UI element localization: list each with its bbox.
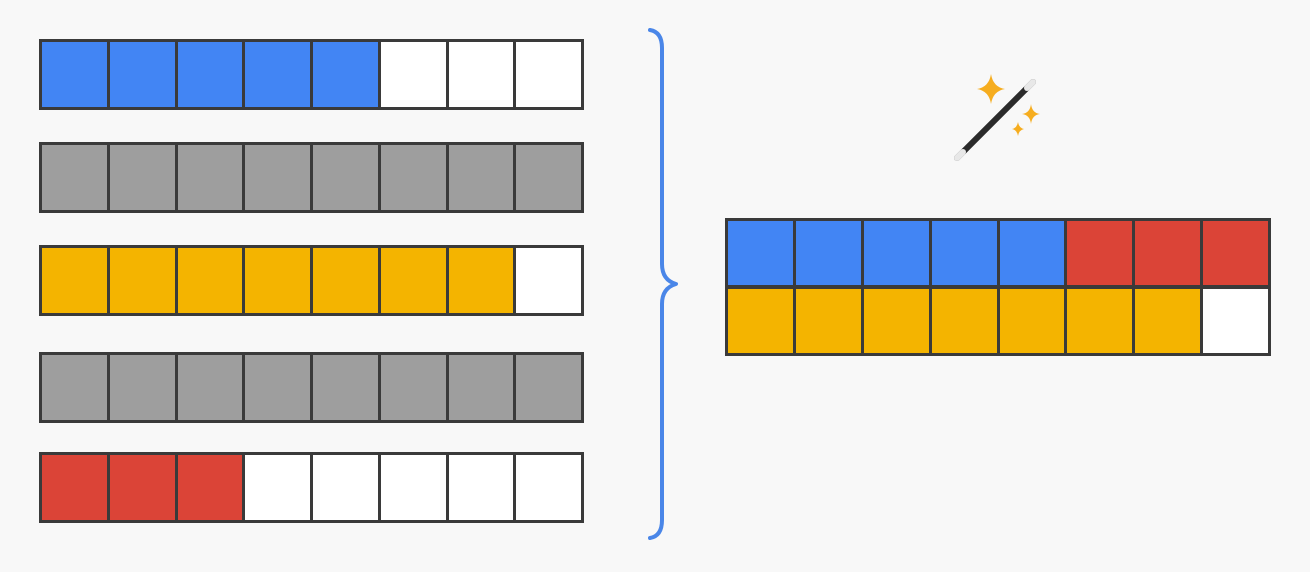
yellow-cell — [863, 289, 929, 353]
red-cell — [1067, 221, 1133, 285]
packed-row-2 — [725, 286, 1271, 356]
blue-cell — [109, 42, 175, 107]
gray-cell — [313, 355, 378, 420]
sparkle-icon — [977, 74, 1040, 136]
gray-array-1 — [39, 142, 584, 213]
yellow-cell — [1135, 289, 1201, 353]
red-cell — [177, 455, 243, 520]
white-cell — [313, 455, 378, 520]
white-cell — [245, 455, 310, 520]
yellow-cell — [795, 289, 861, 353]
blue-cell — [313, 42, 378, 107]
blue-cell — [245, 42, 310, 107]
white-cell — [516, 248, 581, 313]
gray-cell — [42, 355, 107, 420]
yellow-cell — [1067, 289, 1133, 353]
blue-cell — [999, 221, 1065, 285]
gray-cell — [380, 145, 446, 210]
gray-cell — [516, 145, 581, 210]
gray-cell — [448, 355, 514, 420]
gray-cell — [448, 145, 514, 210]
gray-cell — [42, 145, 107, 210]
blue-cell — [863, 221, 929, 285]
white-cell — [380, 42, 446, 107]
white-cell — [516, 455, 581, 520]
red-array — [39, 452, 584, 523]
yellow-cell — [380, 248, 446, 313]
blue-cell — [795, 221, 861, 285]
gray-cell — [177, 355, 243, 420]
red-cell — [109, 455, 175, 520]
white-cell — [380, 455, 446, 520]
yellow-cell — [313, 248, 378, 313]
packed-row-1 — [725, 218, 1271, 288]
red-cell — [42, 455, 107, 520]
yellow-cell — [109, 248, 175, 313]
gray-cell — [516, 355, 581, 420]
red-cell — [1203, 221, 1268, 285]
yellow-cell — [245, 248, 310, 313]
blue-cell — [42, 42, 107, 107]
yellow-cell — [42, 248, 107, 313]
yellow-cell — [448, 248, 514, 313]
yellow-array — [39, 245, 584, 316]
white-cell — [1203, 289, 1268, 353]
white-cell — [516, 42, 581, 107]
gray-cell — [245, 145, 310, 210]
white-cell — [448, 455, 514, 520]
yellow-cell — [999, 289, 1065, 353]
red-cell — [1135, 221, 1201, 285]
blue-cell — [931, 221, 997, 285]
yellow-cell — [931, 289, 997, 353]
gray-cell — [109, 145, 175, 210]
magic-wand-icon — [954, 74, 1040, 161]
gray-cell — [177, 145, 243, 210]
blue-cell — [177, 42, 243, 107]
blue-array — [39, 39, 584, 110]
gray-cell — [245, 355, 310, 420]
curly-brace-icon — [648, 28, 678, 540]
white-cell — [448, 42, 514, 107]
gray-cell — [313, 145, 378, 210]
blue-cell — [728, 221, 793, 285]
gray-cell — [380, 355, 446, 420]
yellow-cell — [728, 289, 793, 353]
gray-array-2 — [39, 352, 584, 423]
gray-cell — [109, 355, 175, 420]
yellow-cell — [177, 248, 243, 313]
